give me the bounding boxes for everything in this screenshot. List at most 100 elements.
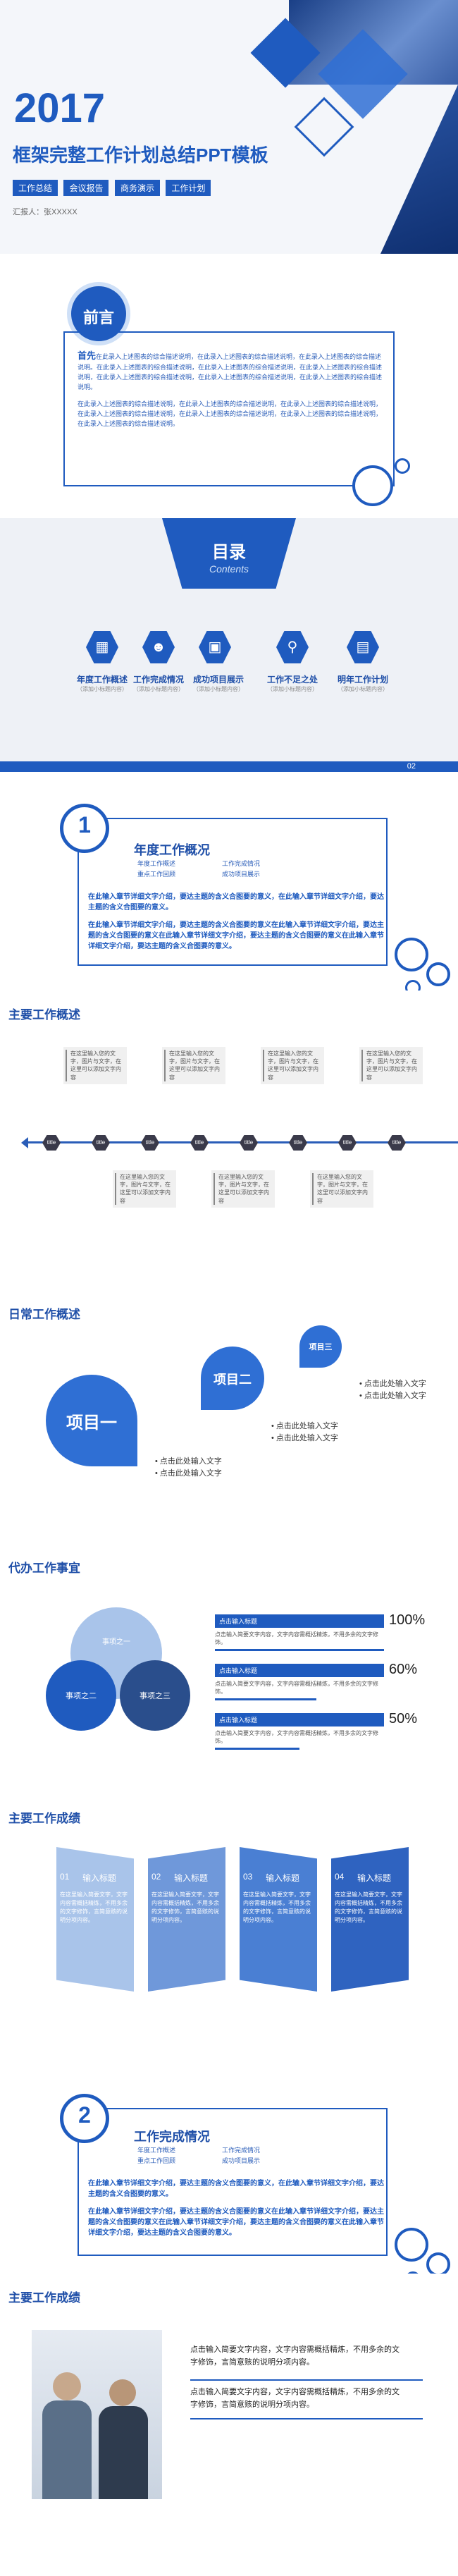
timeline-box-2: 在这里输入您的文字，图片与文字，在这里可以添加文字内容: [162, 1047, 225, 1084]
preface-para2: 在此录入上述图表的综合描述说明，在此录入上述图表的综合描述说明，在此录入上述图表…: [78, 400, 383, 427]
section2-bullets: 年度工作概述工作完成情况 重点工作回顾成功项目展示: [137, 2147, 261, 2165]
result-card-1: [56, 1847, 134, 1992]
section2-para2: 在此输入章节详细文字介绍，要达主题的含义合图要的意义在此输入章节详细文字介绍，要…: [88, 2208, 384, 2237]
results-heading: 主要工作成绩: [8, 1812, 80, 1825]
todo-row-2: 点击输入标题 点击输入简要文字内容，文字内容需概括精炼，不用多余的文字修饰。: [215, 1664, 384, 1701]
project3-bullets: • 点击此处输入文字• 点击此处输入文字: [359, 1380, 426, 1400]
timeline-box-1: 在这里输入您的文字，图片与文字，在这里可以添加文字内容: [63, 1047, 127, 1084]
contents-item-1: 年度工作概述 （添加小标题内容）: [76, 675, 128, 692]
cover-tags: 工作总结 会议报告 商务演示 工作计划: [13, 180, 213, 196]
todo-circle-2: [46, 1660, 116, 1731]
results2-heading: 主要工作成绩: [8, 2291, 80, 2305]
cover-slide: 2017 框架完整工作计划总结PPT模板 工作总结 会议报告 商务演示 工作计划…: [0, 0, 458, 254]
contents-title: 目录: [212, 543, 246, 562]
project1-bullets: • 点击此处输入文字• 点击此处输入文字: [155, 1457, 222, 1478]
timeline-node-6: title: [289, 1135, 307, 1151]
section1-bullets: 年度工作概述工作完成情况 重点工作回顾成功项目展示: [137, 860, 261, 878]
section2-number: 2: [78, 2102, 91, 2128]
timeline-box-7: 在这里输入您的文字，图片与文字，在这里可以添加文字内容: [310, 1170, 373, 1208]
preface-para1: 在此录入上述图表的综合描述说明，在此录入上述图表的综合描述说明，在此录入上述图表…: [78, 353, 383, 391]
preface-frame: [63, 331, 395, 486]
todo-row-3: 点击输入标题 点击输入简要文字内容，文字内容需概括精炼，不用多余的文字修饰。: [215, 1713, 384, 1750]
timeline-node-4: title: [190, 1135, 209, 1151]
results2-text-1: 点击输入简要文字内容，文字内容需概括精炼，不用多余的文字修饰，言简意赅的说明分项…: [190, 2345, 400, 2367]
cover-title: 框架完整工作计划总结PPT模板: [13, 145, 268, 166]
todo-heading: 代办工作事宜: [8, 1562, 80, 1575]
section2-ring-b: [426, 2252, 450, 2276]
tag-3: 商务演示: [114, 180, 160, 196]
preface-badge: [67, 282, 130, 345]
result-card-4-content: 04 输入标题 在这里输入简要文字，文字内容需概括精炼，不用多余的文字修饰，言简…: [335, 1872, 402, 1923]
results-slide: 主要工作成绩 01 输入标题 在这里输入简要文字，文字内容需概括精炼，不用多余的…: [0, 1805, 458, 2055]
contents-header: [162, 518, 296, 589]
result-card-3-content: 03 输入标题 在这里输入简要文字，文字内容需概括精炼，不用多余的文字修饰，言简…: [243, 1872, 311, 1923]
timeline-box-5: 在这里输入您的文字，图片与文字，在这里可以添加文字内容: [113, 1170, 176, 1208]
section2-number-ring: [60, 2094, 109, 2143]
tag-4: 工作计划: [166, 180, 211, 196]
contents-item-2: 工作完成情况 （添加小标题内容）: [132, 675, 184, 692]
section2-para1: 在此输入章节详细文字介绍，要达主题的含义合图要的意义，在此输入章节详细文字介绍，…: [88, 2180, 384, 2198]
result-card-3: [240, 1847, 317, 1992]
timeline-node-3: title: [141, 1135, 159, 1151]
contents-page: 02: [407, 762, 416, 771]
result-card-2-content: 02 输入标题 在这里输入简要文字，文字内容需概括精炼，不用多余的文字修饰，言简…: [151, 1872, 219, 1923]
calendar-icon: ▤: [347, 631, 379, 663]
project3-label: 项目三: [309, 1343, 333, 1351]
section1-number-ring: [60, 804, 109, 853]
section2-slide: 2 工作完成情况 年度工作概述工作完成情况 重点工作回顾成功项目展示 在此输入章…: [0, 2087, 458, 2298]
results2-divider-2: [190, 2418, 423, 2419]
section2-title: 工作完成情况: [134, 2130, 210, 2144]
preface-slide: 前言 首先在此录入上述图表的综合描述说明，在此录入上述图表的综合描述说明，在此录…: [0, 261, 458, 515]
section1-ring-a: [395, 938, 428, 971]
section1-para1: 在此输入章节详细文字介绍，要达主题的含义合图要的意义，在此输入章节详细文字介绍，…: [88, 893, 384, 912]
timeline-box-3: 在这里输入您的文字，图片与文字，在这里可以添加文字内容: [261, 1047, 324, 1084]
contents-footer-bar: [0, 761, 458, 772]
timeline-node-1: title: [42, 1135, 61, 1151]
timeline-node-8: title: [388, 1135, 406, 1151]
todo-circle-1-label: 事项之一: [102, 1638, 130, 1646]
result-card-1-content: 01 输入标题 在这里输入简要文字，文字内容需概括精炼，不用多余的文字修饰，言简…: [60, 1872, 128, 1923]
section1-number: 1: [78, 812, 91, 838]
preface-badge-label: 前言: [82, 309, 114, 326]
todo-slide: 代办工作事宜 事项之一 事项之二 事项之三 点击输入标题 点击输入简要文字内容，…: [0, 1554, 458, 1787]
project2-label: 项目二: [213, 1373, 252, 1387]
city-photo-mosaic: [247, 0, 458, 254]
project2-bullets: • 点击此处输入文字• 点击此处输入文字: [271, 1422, 338, 1442]
result-card-4: [331, 1847, 409, 1992]
todo-pct-3: 50%: [389, 1711, 418, 1726]
users-icon: ☻: [142, 631, 175, 663]
timeline-box-4: 在这里输入您的文字，图片与文字，在这里可以添加文字内容: [359, 1047, 423, 1084]
contents-item-3: 成功项目展示 （添加小标题内容）: [192, 675, 244, 692]
business-people-photo: [32, 2330, 162, 2499]
result-card-2: [148, 1847, 225, 1992]
chart-icon: ▦: [86, 631, 118, 663]
results2-slide: 主要工作成绩 点击输入简要文字内容，文字内容需概括精炼，不用多余的文字修饰，言简…: [0, 2274, 458, 2576]
section1-slide: 1 年度工作概况 年度工作概述工作完成情况 重点工作回顾成功项目展示 在此输入章…: [0, 775, 458, 1029]
results2-text-2: 点击输入简要文字内容，文字内容需概括精炼，不用多余的文字修饰，言简意赅的说明分项…: [190, 2388, 400, 2409]
timeline-node-5: title: [240, 1135, 258, 1151]
timeline-heading: 主要工作概述: [8, 1008, 80, 1022]
contents-slide: 目录 Contents ▦ ☻ ▣ ⚲ ▤ 年度工作概述 （添加小标题内容） 工…: [0, 518, 458, 772]
section2-ring-a: [395, 2228, 428, 2262]
section1-frame: [78, 818, 388, 966]
todo-circle-3: [120, 1660, 190, 1731]
cover-year: 2017: [14, 85, 106, 131]
timeline-slide: 主要工作概述 title title title title title tit…: [0, 990, 458, 1258]
contents-item-5: 明年工作计划 （添加小标题内容）: [337, 675, 388, 692]
todo-pct-1: 100%: [389, 1612, 426, 1628]
todo-row-1: 点击输入标题 点击输入简要文字内容，文字内容需概括精炼，不用多余的文字修饰。: [215, 1614, 384, 1652]
project1-circle: [46, 1375, 137, 1466]
display-icon: ▣: [199, 631, 231, 663]
tag-2: 会议报告: [63, 180, 109, 196]
section1-title: 年度工作概况: [134, 843, 210, 857]
timeline-arrow-left: [21, 1137, 28, 1148]
preface-ring-small: [395, 458, 410, 474]
preface-ring-big: [352, 465, 393, 506]
todo-pct-2: 60%: [389, 1662, 418, 1677]
results2-divider: [190, 2379, 423, 2381]
search-icon: ⚲: [276, 631, 309, 663]
project1-label: 项目一: [66, 1413, 117, 1433]
project3-circle: [299, 1325, 342, 1368]
cover-reporter: 汇报人：张XXXXX: [13, 208, 78, 216]
project2-circle: [201, 1347, 264, 1410]
